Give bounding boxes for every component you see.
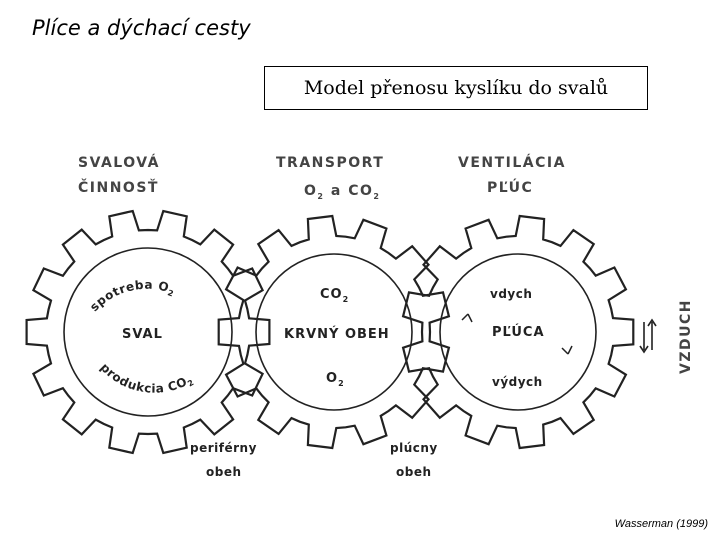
gear-right: [401, 214, 635, 450]
gear-left: [25, 209, 271, 455]
gear-left-outline: [25, 209, 271, 455]
source-credit: Wasserman (1999): [614, 518, 708, 530]
right-gear-bottom-arc: výdych: [492, 375, 543, 389]
left-gear-label: SVAL: [122, 327, 163, 342]
right-gear-label: PĽÚCA: [492, 324, 545, 340]
pulmonary-line1: plúcny: [390, 441, 438, 455]
peripheral-line2: obeh: [206, 465, 242, 479]
air-flow-arrows-icon: [639, 318, 657, 354]
ventilation-header-line1: VENTILÁCIA: [458, 154, 566, 171]
exhale-arrow-icon: [561, 345, 573, 355]
ventilation-header-line2: PĽÚC: [487, 178, 533, 196]
model-title-box: Model přenosu kyslíku do svalů: [264, 66, 648, 110]
gear-middle: [217, 214, 451, 450]
gear-right-outline: [401, 214, 635, 450]
transport-header-line2: O2 a CO2: [304, 183, 380, 201]
middle-gear-co2: CO2: [320, 287, 349, 304]
middle-gear-o2: O2: [326, 371, 345, 388]
air-label: VZDUCH: [678, 299, 694, 374]
model-title: Model přenosu kyslíku do svalů: [303, 77, 609, 99]
left-gear-top-arc: spotreba O2: [87, 278, 175, 314]
middle-gear-label: KRVNÝ OBEH: [284, 326, 390, 342]
gear-middle-outline: [217, 214, 451, 450]
peripheral-line1: periférny: [190, 441, 257, 455]
muscle-header-line2: ČINNOSŤ: [78, 178, 159, 196]
right-gear-top-arc: vdych: [490, 287, 532, 301]
muscle-header-line1: SVALOVÁ: [78, 154, 160, 171]
pulmonary-line2: obeh: [396, 465, 432, 479]
left-gear-bottom-arc: produkcia CO2: [98, 360, 196, 396]
inhale-arrow-icon: [461, 313, 473, 323]
transport-header-line1: TRANSPORT: [276, 155, 384, 171]
slide-title: Plíce a dýchací cesty: [32, 16, 251, 40]
